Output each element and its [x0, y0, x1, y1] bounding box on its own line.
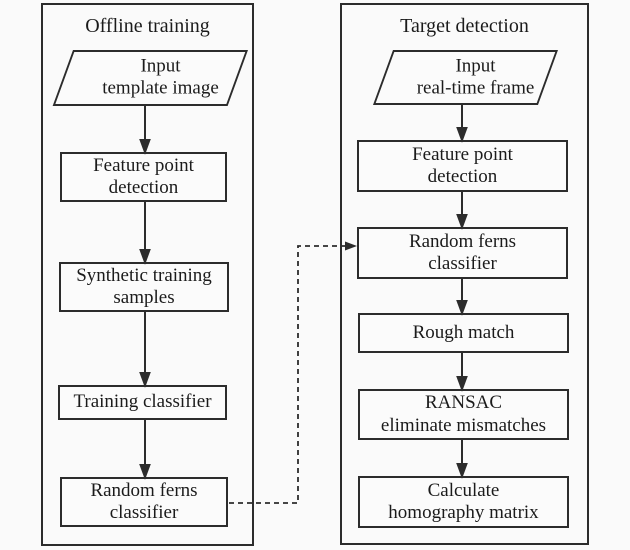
node-feature-point-detection-target: Feature point detection [357, 140, 568, 192]
node-training-classifier: Training classifier [58, 385, 227, 420]
node-label: Random ferns classifier [90, 479, 198, 523]
node-label: Input template image [102, 55, 219, 99]
node-input-template-image: Input template image [52, 50, 248, 106]
node-label: Training classifier [73, 391, 212, 413]
node-calculate-homography-matrix: Calculate homography matrix [358, 476, 569, 528]
node-random-ferns-classifier-target: Random ferns classifier [357, 227, 568, 279]
node-random-ferns-classifier-offline: Random ferns classifier [60, 477, 228, 527]
node-label: Calculate homography matrix [388, 479, 539, 523]
node-label: RANSAC eliminate mismatches [380, 392, 547, 436]
node-label: Rough match [412, 321, 515, 343]
node-label: Input real-time frame [416, 55, 535, 99]
node-ransac-eliminate-mismatches: RANSAC eliminate mismatches [358, 389, 569, 440]
node-label: Synthetic training samples [76, 264, 212, 308]
offline-training-title: Offline training [85, 15, 210, 37]
node-rough-match: Rough match [358, 313, 569, 353]
node-label: Feature point detection [412, 143, 513, 187]
node-label: Feature point detection [93, 154, 194, 198]
node-feature-point-detection-offline: Feature point detection [60, 152, 227, 202]
node-label: Random ferns classifier [408, 230, 517, 274]
node-synthetic-training-samples: Synthetic training samples [59, 262, 229, 312]
node-input-realtime-frame: Input real-time frame [372, 50, 558, 105]
target-detection-title: Target detection [400, 15, 529, 37]
